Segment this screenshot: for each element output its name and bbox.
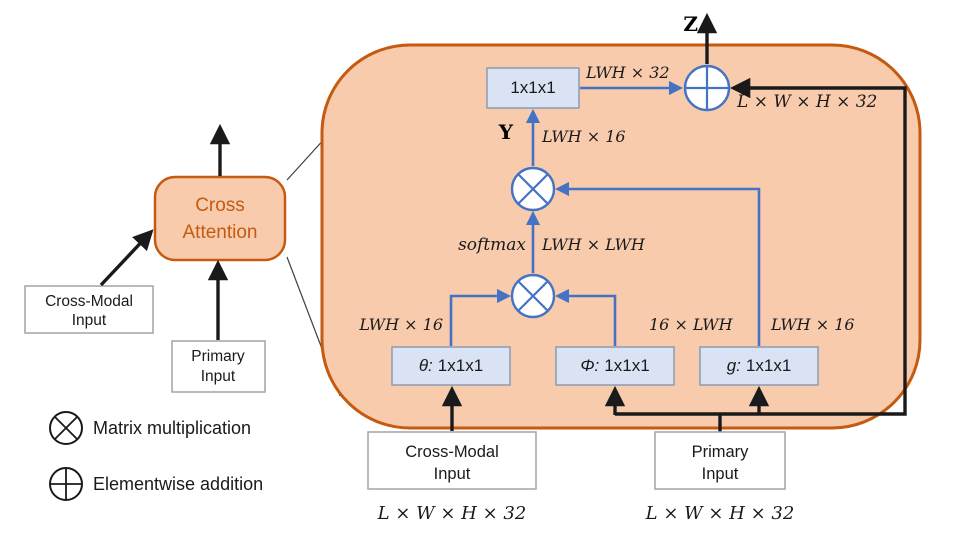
softmax-label: softmax (458, 235, 526, 255)
phi-size: 1x1x1 (604, 356, 649, 375)
mult1-x-line2 (517, 280, 549, 312)
input-primary-line1: Primary (692, 443, 750, 461)
input-primary-box (654, 431, 786, 490)
theta-conv-box (391, 346, 511, 386)
output-conv-box (486, 67, 580, 109)
mult2-x-line2 (517, 173, 549, 205)
g-size: 1x1x1 (746, 356, 791, 375)
phi-symbol: Φ: (580, 356, 599, 375)
legend-group: Matrix multiplication Elementwise additi… (49, 411, 263, 501)
overview-cross-modal-line2: Input (72, 312, 107, 329)
theta-conv-label: θ: 1x1x1 (419, 356, 483, 375)
residual-dim-label: L × W × H × 32 (736, 92, 877, 112)
detail-group: θ: 1x1x1 LWH × 16 Φ: 1x1x1 16 × LWH g: 1x1x… (358, 12, 877, 386)
input-cross-modal-dim: L × W × H × 32 (377, 503, 527, 524)
overview-primary-line2: Input (201, 368, 236, 385)
theta-to-mult1-connector (449, 288, 512, 346)
phi-conv-box (555, 346, 675, 386)
phi-dim-label: 16 × LWH (649, 315, 734, 334)
input-cross-modal-line1: Cross-Modal (405, 443, 499, 461)
attention-detail-blob (320, 43, 922, 430)
g-to-mult2-connector (554, 181, 761, 346)
theta-size: 1x1x1 (438, 356, 483, 375)
theta-dim-label: LWH × 16 (358, 315, 443, 334)
overview-primary-line1: Primary (191, 348, 245, 365)
phi-conv-label: Φ: 1x1x1 (580, 356, 649, 375)
cross-modal-to-module-arrow (99, 229, 154, 287)
y-dim-label: LWH × 16 (541, 127, 626, 146)
y-label: Y (498, 120, 514, 144)
overview-cross-modal-box (24, 285, 154, 334)
g-dim-label: LWH × 16 (770, 315, 855, 334)
g-symbol: g: (727, 356, 741, 375)
inputs-group: Cross-Modal Input L × W × H × 32 Primary… (367, 88, 907, 524)
output-conv-label: 1x1x1 (510, 78, 555, 97)
overview-group: Cross Attention Cross-Modal Input Primar… (24, 123, 287, 393)
conv-dim-label: LWH × 32 (585, 63, 670, 82)
multiply-glyph-line2 (54, 416, 78, 440)
input-primary-line2: Input (702, 465, 739, 483)
input-cross-modal-box (367, 431, 537, 490)
legend-multiply-label: Matrix multiplication (93, 418, 251, 438)
cross-attention-label-line1: Cross (195, 195, 245, 216)
g-conv-label: g: 1x1x1 (727, 356, 792, 375)
theta-symbol: θ: (419, 356, 433, 375)
input-primary-dim: L × W × H × 32 (645, 503, 795, 524)
softmax-dim-label: LWH × LWH (541, 235, 646, 254)
overview-cross-modal-line1: Cross-Modal (45, 293, 133, 310)
z-label: Z (683, 12, 698, 36)
g-conv-box (699, 346, 819, 386)
overview-primary-box (171, 340, 266, 393)
phi-to-mult1-connector (554, 288, 617, 346)
input-cross-modal-line2: Input (434, 465, 471, 483)
legend-add-label: Elementwise addition (93, 474, 263, 494)
cross-attention-label-line2: Attention (183, 222, 258, 243)
cross-attention-module-box (153, 175, 287, 262)
